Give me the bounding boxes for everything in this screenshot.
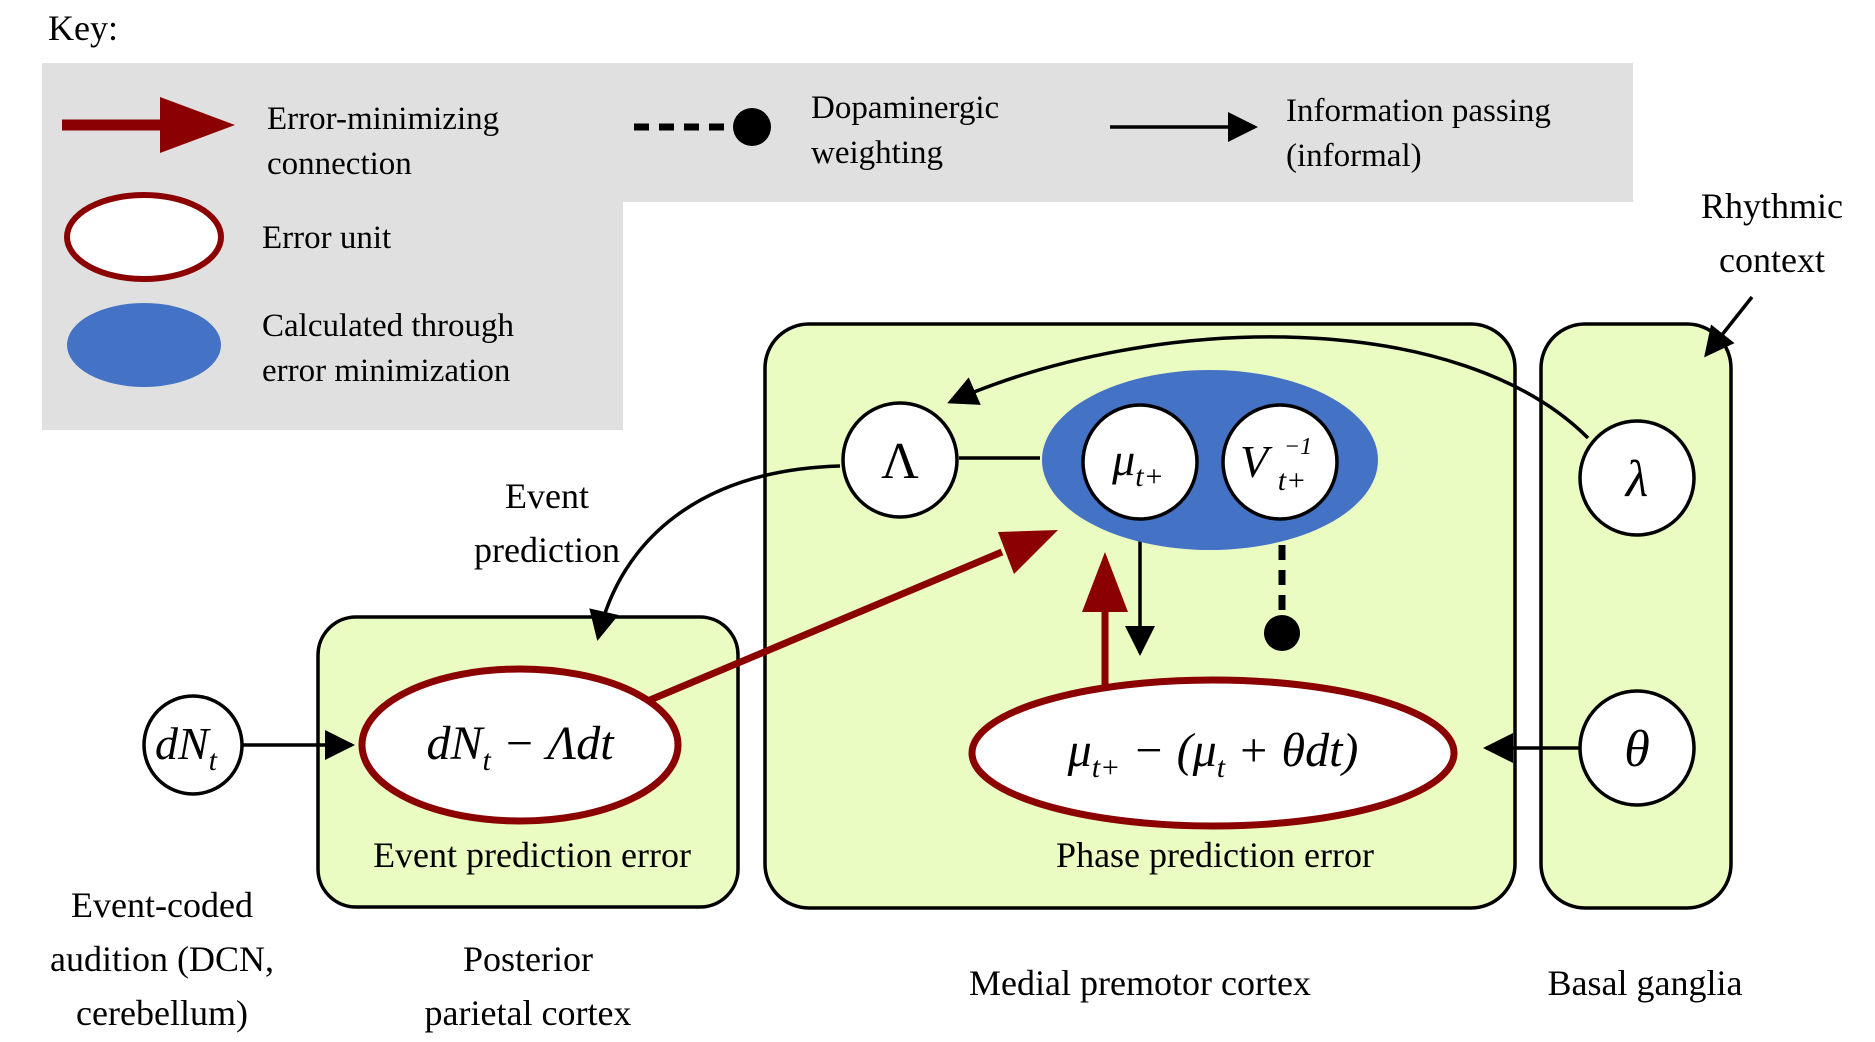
- label-rhythmic-context-1: Rhythmic: [1701, 186, 1843, 226]
- node-theta-label: θ: [1624, 721, 1650, 778]
- event-prediction-error-unit: [358, 665, 682, 825]
- edge-small-lambda-to-Lambda: [947, 335, 1590, 440]
- node-mu: [1081, 403, 1199, 521]
- legend-dopaminergic-label-2: weighting: [811, 135, 943, 171]
- region-parietal-label-2: parietal cortex: [425, 993, 632, 1033]
- label-phase-prediction-error: Phase prediction error: [1056, 835, 1374, 875]
- legend-error-unit-label: Error unit: [262, 220, 391, 256]
- legend-calculated-label-2: error minimization: [262, 353, 510, 389]
- region-parietal-label-1: Posterior: [463, 939, 593, 979]
- legend-information-passing-label-2: (informal): [1286, 138, 1422, 174]
- node-Lambda-label: Λ: [881, 433, 919, 490]
- legend-error-minimizing-label-1: Error-minimizing: [267, 101, 499, 137]
- legend-dopaminergic-connector: [634, 108, 771, 146]
- edge-rhythmic-context-pointer: [1704, 295, 1754, 358]
- phase-prediction-error-unit: [968, 676, 1458, 830]
- legend-error-minimizing-label-2: connection: [267, 146, 412, 182]
- node-V-superscript: −1: [1284, 434, 1312, 460]
- label-event-prediction-1: Event: [505, 476, 589, 516]
- label-rhythmic-context-2: context: [1719, 240, 1825, 280]
- event-prediction-error-formula: dNt − Λdt: [426, 717, 615, 777]
- region-basal-ganglia-box: [1539, 322, 1733, 910]
- legend-error-minimizing-arrow: [62, 97, 235, 153]
- node-theta: [1578, 689, 1696, 807]
- error-arrow-event-to-mu: [648, 530, 1058, 704]
- region-premotor-label: Medial premotor cortex: [969, 963, 1311, 1003]
- legend-calculated-ellipse: [67, 303, 221, 387]
- node-small-lambda: [1578, 419, 1696, 537]
- region-basal-ganglia-label: Basal ganglia: [1548, 963, 1743, 1003]
- region-audition-label-3: cerebellum): [76, 993, 248, 1033]
- label-event-prediction-error: Event prediction error: [373, 835, 691, 875]
- region-audition-label-1: Event-coded: [71, 885, 253, 925]
- label-event-prediction-2: prediction: [474, 530, 620, 570]
- node-V: [1221, 403, 1339, 521]
- legend-dopaminergic-label-1: Dopaminergic: [811, 90, 999, 126]
- legend-information-passing-label-1: Information passing: [1286, 93, 1551, 129]
- edge-V-dopaminergic: [1264, 520, 1300, 651]
- node-V-label: V: [1240, 436, 1273, 487]
- node-dNt-label: dNt: [155, 718, 218, 777]
- key-title: Key:: [48, 8, 118, 48]
- node-Lambda: [841, 401, 959, 519]
- region-audition-label-2: audition (DCN,: [50, 939, 274, 979]
- node-small-lambda-label: λ: [1624, 451, 1649, 508]
- error-arrow-phase-to-mu: [1082, 552, 1128, 688]
- phase-prediction-error-formula: μt+ − (μt + θdt): [1067, 724, 1359, 784]
- key-background: [42, 63, 1633, 430]
- node-V-subscript: t+: [1278, 464, 1307, 497]
- node-mu-label: μt+: [1111, 434, 1164, 493]
- legend-calculated-label-1: Calculated through: [262, 308, 515, 344]
- legend-error-unit-ellipse: [64, 192, 224, 282]
- node-dNt: [142, 694, 244, 796]
- edge-lambda-to-event-error: [589, 464, 841, 641]
